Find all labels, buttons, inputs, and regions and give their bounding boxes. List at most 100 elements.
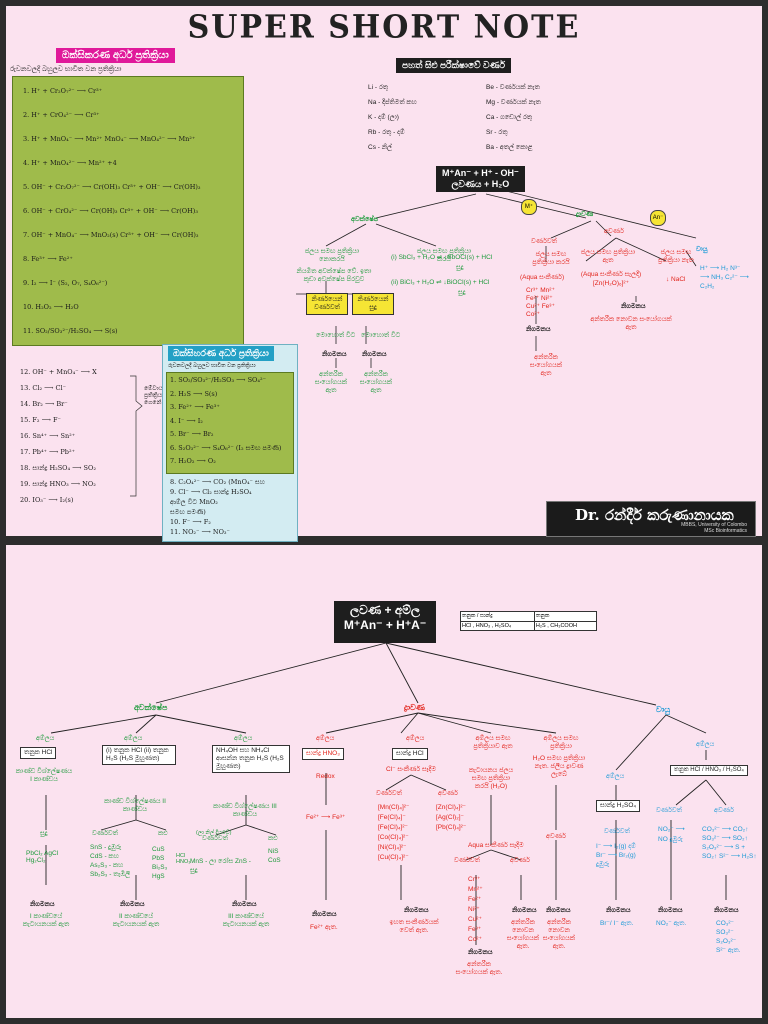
acid-table-h2: තනුක [535, 613, 550, 619]
r2-conclusion: නිගමනය [658, 907, 683, 914]
list-item: 5. OH⁻ + Cr₂O₇²⁻ ⟶ Cr(OH)₃ Cr³⁺ + OH⁻ ⟶ … [23, 183, 201, 191]
g1-box: තනුක HCl [20, 747, 57, 759]
g2-conclusion: නිගමනය [120, 901, 145, 908]
g3-acid: අම්ලය [234, 735, 253, 742]
on-mixing-1: මොහොත් විට [316, 332, 356, 339]
acid-table-head: තනුක / සාන්ද්‍ර තනුක [461, 612, 596, 622]
m3-result: අන්තරීක සංයෝගයක් ඇත. [455, 961, 503, 976]
list-item: 10. H₂O₂ ⟶ H₂O [23, 303, 79, 311]
list-item: Fe³⁺ [468, 926, 482, 933]
r1-eq: I⁻ ⟶ I₂(g) දම් Br⁻ ⟶ Br₂(g) දුඹුරු [596, 843, 636, 868]
g3-ppt: MnS - ලා රෝස ZnS - සුදු [190, 858, 251, 874]
flame-row: Rb - රතු - දම් [368, 129, 405, 136]
list-item: [Ag(Cl)₂]⁻ [436, 814, 464, 821]
anion-circle: An⁻ [650, 210, 666, 226]
result-3: අන්තරීක සංයෝගයක් ඇත [529, 354, 563, 377]
salt-acid-box: ලවණ + අම්ල M⁺An⁻ + H⁺A⁻ [334, 601, 436, 643]
list-item: 17. Pb⁴⁺ ⟶ Pb²⁺ [20, 448, 75, 456]
reacts-with-water: ජලය සමඟ ප්‍රතික්‍රියා ඇත [580, 249, 636, 264]
list-item: 15. F₂ ⟶ F⁻ [20, 416, 61, 424]
list-item: [Pb(Cl)₄]²⁻ [436, 824, 467, 831]
oxidation-sub: රුවනවලදී බහුලව භාවිත වන ප්‍රතික්‍රියා [10, 66, 122, 73]
g1-result: I කාණ්ඩයේ කැටායනයක් ඇත [22, 913, 70, 928]
list-item: [Mn(Cl)₄]²⁻ [378, 804, 410, 811]
r2-result-2: CO₃²⁻ SO₃²⁻ S₂O₃²⁻ S²⁻ ඇත. [716, 920, 741, 954]
r1-conclusion: නිගමනය [606, 907, 631, 914]
cation-circle: M⁺ [521, 199, 537, 215]
r1-box: සාන්ද්‍ර H₂SO₄ [596, 800, 641, 812]
g1-acid: අම්ලය [36, 735, 55, 742]
list-item: Cr³⁺ [468, 876, 481, 883]
m4-conclusion: නිගමනය [546, 907, 571, 914]
list-item: ආම්ල විට MnO₂ [170, 498, 218, 506]
credential-1: MBBS, University of Colombo [681, 522, 747, 528]
m1-result: Fe²⁺ ඇත. [310, 924, 338, 931]
credential-2: MSc Bioinformatics [704, 528, 747, 534]
flame-header: පහත් සිළු පරීක්ෂාවේ වර්ණ [396, 58, 512, 73]
r2-coloured: වර්ණවත් [656, 807, 682, 814]
acid-table-v1: HCl , HNO₃ , H₂SO₄ [461, 622, 535, 630]
oxidation-header: ඔක්සිකරණ අර්ධ ප්‍රතික්‍රියා [56, 48, 175, 63]
list-item: 12. OH⁻ + MnO₄⁻ ⟶ X [20, 368, 97, 376]
ion-list: Cr³⁺ Mn²⁺ Fe²⁺ Ni²⁺ Cu²⁺ Fe³⁺ Co²⁺ [526, 287, 555, 318]
list-item: 19. සාන්ද්‍ර HNO₃ ⟶ NO₂ [20, 480, 96, 488]
r1-result: Br⁻/ I⁻ ඇත. [600, 920, 634, 927]
list-item: 13. Cl₂ ⟶ Cl⁻ [20, 384, 66, 392]
tree-top: M⁺An⁻ + H⁺ - OH⁻ ලවණය + H₂O [436, 166, 525, 192]
branch-gas-2: වායු [656, 705, 671, 714]
m3-conclusion: නිගමනය [468, 949, 493, 956]
r2-result: NO₂⁻ ඇත. [656, 920, 687, 927]
g1-ppt: PbCl₂ AgCl Hg₂Cl₂ [26, 850, 59, 864]
salt-acid-line2: M⁺An⁻ + H⁺A⁻ [343, 618, 427, 632]
list-item: 11. SO₂/SO₃²⁻/H₂SO₄ ⟶ S(s) [23, 327, 118, 335]
list-item: 5. Br⁻ ⟶ Br₂ [170, 430, 214, 438]
g3-acid-list: HCl HNO₃ [176, 853, 191, 865]
r2-box: තනුක HCl / HNO₃ / H₂SO₄ [670, 765, 748, 776]
m2-box: සාන්ද්‍ර HCl [392, 748, 428, 760]
m4-result: අන්තරීක නොවන සංයෝගයක් ඇත. [542, 919, 576, 950]
list-item: 1. H⁺ + Cr₂O₇²⁻ ⟶ Cr³⁺ [23, 87, 103, 95]
list-item: Ni²⁺ [468, 906, 480, 913]
bottom-panel: ලවණ + අම්ල M⁺An⁻ + H⁺A⁻ තනුක / සාන්ද්‍ර … [6, 545, 762, 1018]
list-item: 2. H⁺ + CrO₄²⁻ ⟶ Cr³⁺ [23, 111, 100, 119]
m1-acid: අම්ලය [316, 735, 335, 742]
branch-precipitate: අවක්ෂේප [351, 216, 379, 223]
g1-analysis: කාණ්ඩ විශ්ලේෂණය I කාණ්ඩය [15, 768, 73, 783]
list-item: 18. සාන්ද්‍ර H₂SO₄ ⟶ SO₂ [20, 464, 96, 472]
conclusion-3: නිගමනය [526, 326, 551, 333]
signature-block: Dr. රන්දීර් කරුණානායක MBBS, University o… [546, 501, 756, 537]
m3-conclusion-2: නිගමනය [512, 907, 537, 914]
no-water-reaction: ජලය සමඟ ප්‍රතික්‍රියා නොකරයි [304, 248, 360, 263]
m3-result-2: අන්තරීක නොවන සංයෝගයක් ඇත. [506, 919, 540, 950]
result-2: අන්තරීක සංයෝගයක් ඇත [359, 371, 393, 394]
r1-coloured: වර්ණවත් [604, 828, 630, 835]
m3-coloured: වර්ණවත් [454, 857, 480, 864]
list-item: 7. H₂O₂ ⟶ O₂ [170, 457, 216, 465]
author-credentials: MBBS, University of Colombo MSc Bioinfor… [681, 522, 747, 534]
reduction-green-box [166, 372, 294, 474]
list-item: 14. Br₂ ⟶ Br⁻ [20, 400, 68, 408]
eq-note-2: සුදු [458, 289, 466, 296]
m3-aqua: Aqua සංකීර්ණ සෑදීම [468, 842, 524, 849]
m1-redox: Redox [316, 773, 335, 780]
list-item: 9. I₂ ⟶ I⁻ (S₂, O₇, S₄O₆²⁻) [23, 279, 108, 287]
r2-eq1: NO₂⁻ ⟶ NO දුඹුරු [658, 826, 685, 843]
acid-table: තනුක / සාන්ද්‍ර තනුක HCl , HNO₃ , H₂SO₄ … [460, 611, 597, 631]
list-item: 10. F⁻ ⟶ F₂ [170, 518, 211, 526]
page-title: SUPER SHORT NOTE [187, 9, 581, 46]
m4-water: H₂O සමඟ ප්‍රතික්‍රියා නැත. ජලීය ද්‍රාවණ … [532, 755, 586, 778]
conclusion-1: නිගමනය [322, 351, 347, 358]
list-item: 8. C₂O₄²⁻ ⟶ CO₂ (MnO₄⁻ සහ [170, 478, 265, 486]
flame-row: Cs - නිල් [368, 144, 392, 151]
g3-analysis: කාණ්ඩ විශ්ලේෂණය III කාණ්ඩය [213, 803, 277, 818]
r2-conclusion-2: නිගමනය [714, 907, 739, 914]
eq-note-1: සුදු [456, 264, 464, 271]
list-item: 3. Fe²⁺ ⟶ Fe³⁺ [170, 403, 220, 411]
list-item: 20. IO₃⁻ ⟶ I₂(s) [20, 496, 74, 504]
water-reacts: ජලය සමඟ ප්‍රතික්‍රියා කරයි [532, 251, 570, 266]
flame-row: Ba - අතල් කොළ [486, 144, 533, 151]
list-item: Co²⁺ [468, 936, 482, 943]
flame-row: Na - දීප්තිමත් කහ [368, 99, 417, 106]
list-item: [Fe(Cl)₄]⁻ [378, 814, 406, 821]
